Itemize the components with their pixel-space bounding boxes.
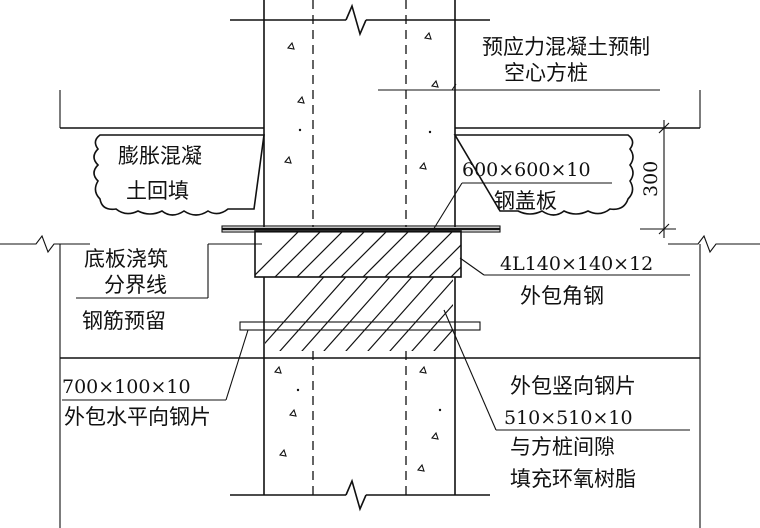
backfill-label-line2: 土回填: [126, 179, 189, 203]
pile-upper: [263, 0, 456, 227]
horizontal-steel-strip: [239, 321, 481, 331]
backfill-right-region: [453, 134, 634, 216]
break-symbol-bottom: [230, 478, 490, 512]
vertical-plate-dimension-label: 510×510×10: [504, 407, 633, 429]
height-dimension: 300: [640, 120, 676, 238]
horizontal-plate-dimension-label: 700×100×10: [62, 376, 191, 398]
cap-plate-dimension-label: 600×600×10: [462, 159, 591, 181]
pile-label-line1: 预应力混凝土预制: [482, 35, 650, 59]
concrete-aggregate-marks-lower: [273, 365, 442, 472]
slab-boundary-line1: 底板浇筑: [84, 247, 168, 271]
pile-lower: [263, 351, 456, 495]
side-break-lines: [0, 234, 760, 528]
pile-middle-hatched: [263, 277, 456, 351]
height-dimension-value: 300: [640, 161, 662, 197]
break-symbol-top: [230, 3, 490, 37]
cap-plate-name-label: 钢盖板: [494, 189, 557, 213]
rebar-reserve-label: 钢筋预留: [82, 309, 166, 333]
pile-label-line2: 空心方桩: [504, 61, 588, 85]
backfill-left-region: [93, 134, 265, 216]
vertical-plate-label-line1: 外包竖向钢片: [510, 374, 636, 398]
ground-lines: [59, 90, 701, 129]
angle-steel-block: [254, 230, 462, 278]
angle-name-label: 外包角钢: [520, 284, 604, 308]
steel-cap-plate: [221, 225, 501, 233]
angle-dimension-label: 4L140×140×12: [500, 253, 653, 275]
slab-boundary-line2: 分界线: [104, 273, 167, 297]
gap-label-line2: 填充环氧树脂: [510, 467, 636, 491]
horizontal-plate-name-label: 外包水平向钢片: [64, 405, 211, 429]
leader-lines: [62, 83, 690, 431]
concrete-aggregate-marks: [283, 31, 439, 170]
backfill-label-line1: 膨胀混凝: [118, 144, 202, 168]
gap-label-line1: 与方桩间隙: [510, 435, 615, 459]
